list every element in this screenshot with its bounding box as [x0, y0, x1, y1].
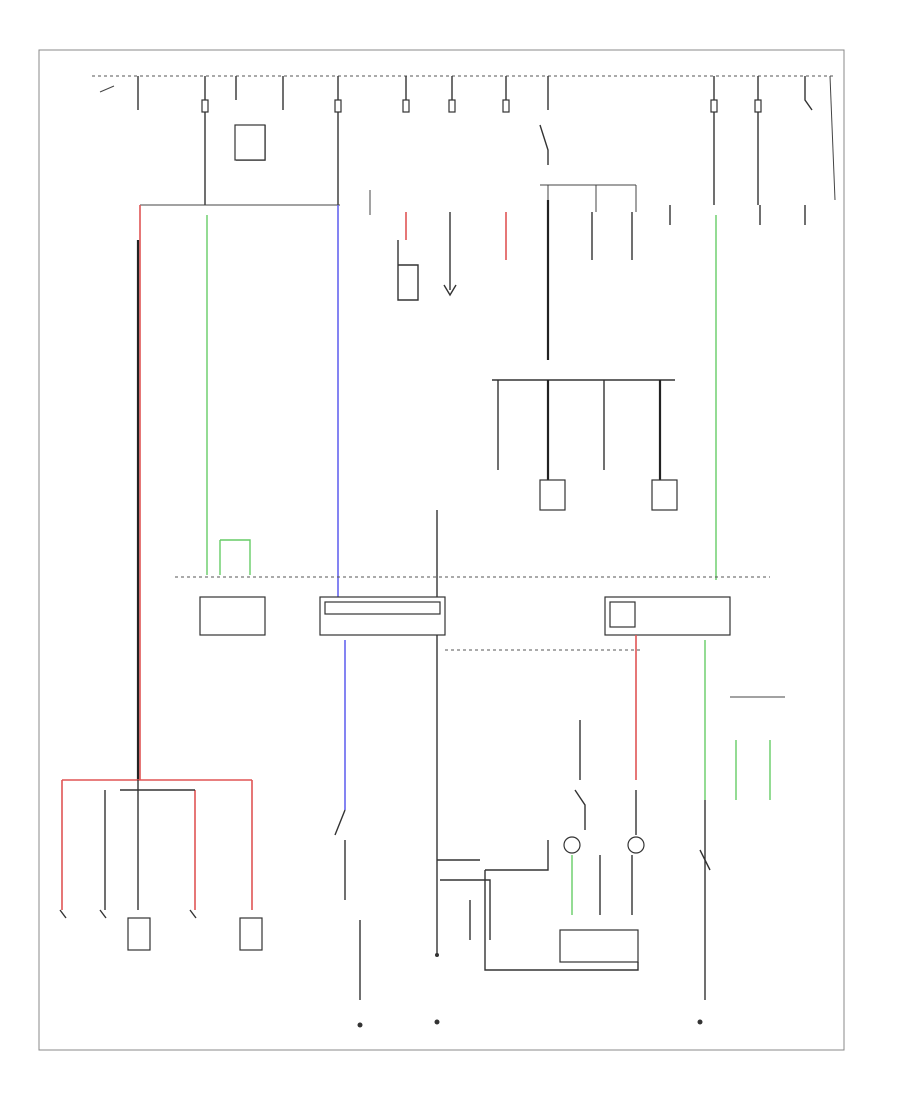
relay-right [604, 596, 731, 636]
relay-left [199, 596, 266, 636]
ground-symbols [434, 953, 703, 1025]
fuse-symbols [201, 99, 762, 161]
top-power-bus [92, 75, 836, 201]
diagram-frame [38, 49, 845, 1051]
relay-center [319, 596, 446, 636]
bottom-left-fanout [59, 779, 263, 951]
center-wiring [436, 510, 645, 971]
right-wiring [699, 640, 785, 1000]
upper-components [397, 200, 806, 360]
switch-lower-center [334, 809, 363, 1028]
sub-distribution [492, 379, 678, 511]
connector-row-upper [140, 184, 637, 215]
